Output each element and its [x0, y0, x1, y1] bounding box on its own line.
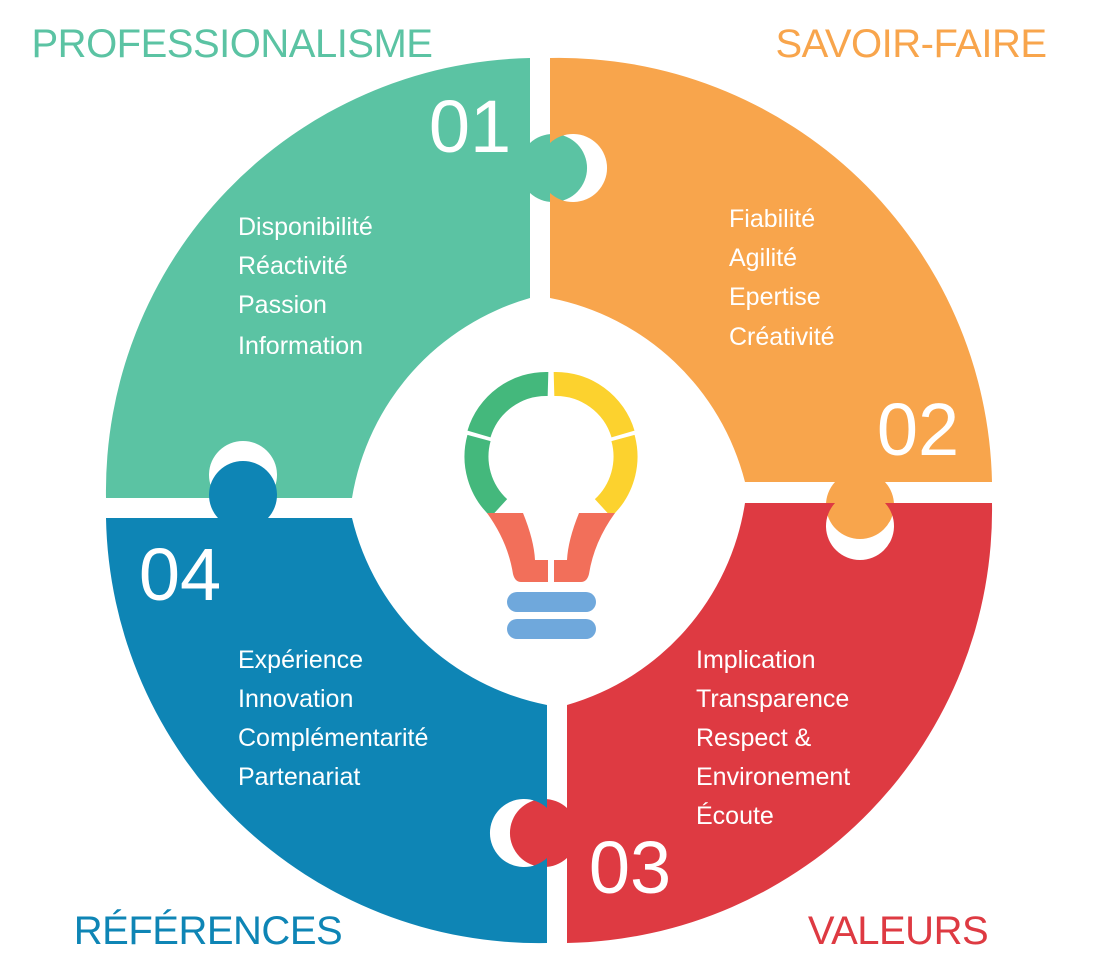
segment-savoir-faire: SAVOIR-FAIRE 02 Fiabilité Agilité Eperti…	[550, 22, 1047, 540]
bulb-segment-green	[464, 371, 549, 517]
segment-items-02: Fiabilité Agilité Epertise Créativité	[729, 205, 835, 351]
item-ecoute: Écoute	[696, 801, 774, 830]
segment-items-04: Expérience Innovation Complémentarité Pa…	[238, 646, 428, 791]
bulb-base-stripe-top	[507, 592, 596, 612]
segment-references: RÉFÉRENCES 04 Expérience Innovation Comp…	[74, 460, 547, 953]
item-transparence: Transparence	[696, 685, 849, 713]
lightbulb-icon	[464, 371, 638, 639]
segment-valeurs: VALEURS 03 Implication Transparence Resp…	[509, 503, 993, 953]
item-reactivite: Réactivité	[238, 252, 348, 280]
segment-number-01: 01	[429, 85, 511, 168]
segment-number-04: 04	[139, 533, 221, 616]
segment-number-03: 03	[589, 826, 671, 909]
segment-professionalisme: PROFESSIONALISME 01 Disponibilité Réacti…	[32, 22, 588, 498]
item-passion: Passion	[238, 291, 327, 319]
item-partenariat: Partenariat	[238, 763, 360, 791]
bulb-segment-yellow	[553, 371, 638, 517]
item-creativite: Créativité	[729, 323, 835, 351]
bulb-base-stripe-bottom	[507, 619, 596, 639]
item-agilite: Agilité	[729, 244, 797, 272]
item-environement: Environement	[696, 763, 850, 791]
puzzle-piece-01	[105, 58, 588, 498]
segment-number-02: 02	[877, 388, 959, 471]
segment-items-03: Implication Transparence Respect & Envir…	[696, 646, 850, 830]
item-experience: Expérience	[238, 646, 363, 674]
puzzle-piece-02	[550, 57, 992, 540]
item-fiabilite: Fiabilité	[729, 205, 815, 233]
item-implication: Implication	[696, 646, 816, 674]
bulb-segment-coral	[487, 513, 615, 582]
item-information: Information	[238, 332, 363, 360]
item-respect: Respect &	[696, 724, 812, 752]
item-complementarite: Complémentarité	[238, 724, 428, 752]
segment-title-valeurs: VALEURS	[808, 909, 988, 953]
segment-title-professionalisme: PROFESSIONALISME	[32, 22, 433, 66]
puzzle-piece-03	[509, 503, 993, 943]
segment-items-01: Disponibilité Réactivité Passion Informa…	[238, 213, 373, 360]
segment-title-savoir-faire: SAVOIR-FAIRE	[775, 22, 1046, 66]
puzzle-piece-04	[106, 460, 547, 944]
item-epertise: Epertise	[729, 283, 821, 311]
segment-title-references: RÉFÉRENCES	[74, 908, 342, 953]
item-disponibilite: Disponibilité	[238, 213, 373, 241]
item-innovation: Innovation	[238, 685, 353, 713]
